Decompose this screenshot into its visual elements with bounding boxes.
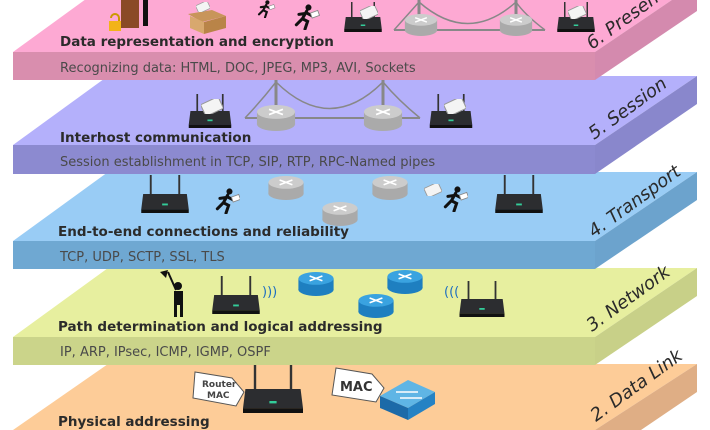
layer-top-face — [13, 76, 697, 145]
router-icon — [268, 176, 304, 200]
layer-protocols: IP, ARP, IPsec, ICMP, IGMP, OSPF — [60, 345, 271, 360]
router-icon — [298, 272, 334, 296]
layer-presentation: Data representation and encryption Recog… — [13, 0, 705, 80]
layer-front-face — [13, 52, 595, 80]
layer-description: Data representation and encryption — [60, 34, 334, 50]
layer-side-face — [595, 76, 697, 174]
layer-side-face — [595, 0, 697, 80]
router-mac-tag-line2: MAC — [207, 391, 230, 401]
open-box-icon — [188, 10, 226, 34]
layer-description: Path determination and logical addressin… — [58, 319, 383, 335]
router-icon — [362, 105, 404, 131]
router-icon — [404, 14, 438, 36]
layer-protocols: Session establishment in TCP, SIP, RTP, … — [60, 155, 435, 170]
network-switch-icon — [380, 380, 435, 420]
mac-tag-label: MAC — [340, 380, 373, 395]
router-icon — [322, 202, 358, 226]
router-icon — [255, 105, 297, 131]
layer-side-face — [595, 364, 697, 430]
layer-description: Interhost communication — [60, 130, 251, 146]
router-icon — [358, 294, 394, 318]
person-with-flag-icon — [160, 270, 183, 317]
router-mac-tag: Router MAC — [192, 371, 245, 407]
layer-protocols: Recognizing data: HTML, DOC, JPEG, MP3, … — [60, 61, 416, 76]
layer-top-face — [13, 268, 697, 337]
layer-front-face — [13, 241, 595, 269]
mac-tag: MAC — [331, 367, 385, 403]
bookcase-icon — [121, 0, 139, 28]
layer-front-face — [13, 145, 595, 174]
router-icon — [372, 176, 408, 200]
layer-protocols: TCP, UDP, SCTP, SSL, TLS — [59, 250, 225, 265]
layer-description: End-to-end connections and reliability — [58, 224, 349, 240]
layer-top-face — [13, 0, 672, 52]
layer-side-face — [595, 172, 697, 269]
layer-transport: End-to-end connections and reliability T… — [13, 161, 697, 269]
padlock-icon — [109, 13, 121, 31]
router-mac-tag-line1: Router — [202, 380, 237, 390]
layer-session: Interhost communication Session establis… — [13, 73, 697, 174]
layer-front-face — [13, 337, 595, 365]
layer-network: ))) ((( Path determination and logical a… — [13, 260, 697, 365]
wifi-signal-icon: ((( — [444, 285, 459, 300]
router-icon — [499, 14, 533, 36]
layer-side-face — [595, 268, 697, 365]
wifi-signal-icon: ))) — [262, 285, 277, 300]
router-icon — [387, 270, 423, 294]
layer-description: Physical addressing — [58, 414, 210, 430]
person-icon — [143, 0, 148, 26]
